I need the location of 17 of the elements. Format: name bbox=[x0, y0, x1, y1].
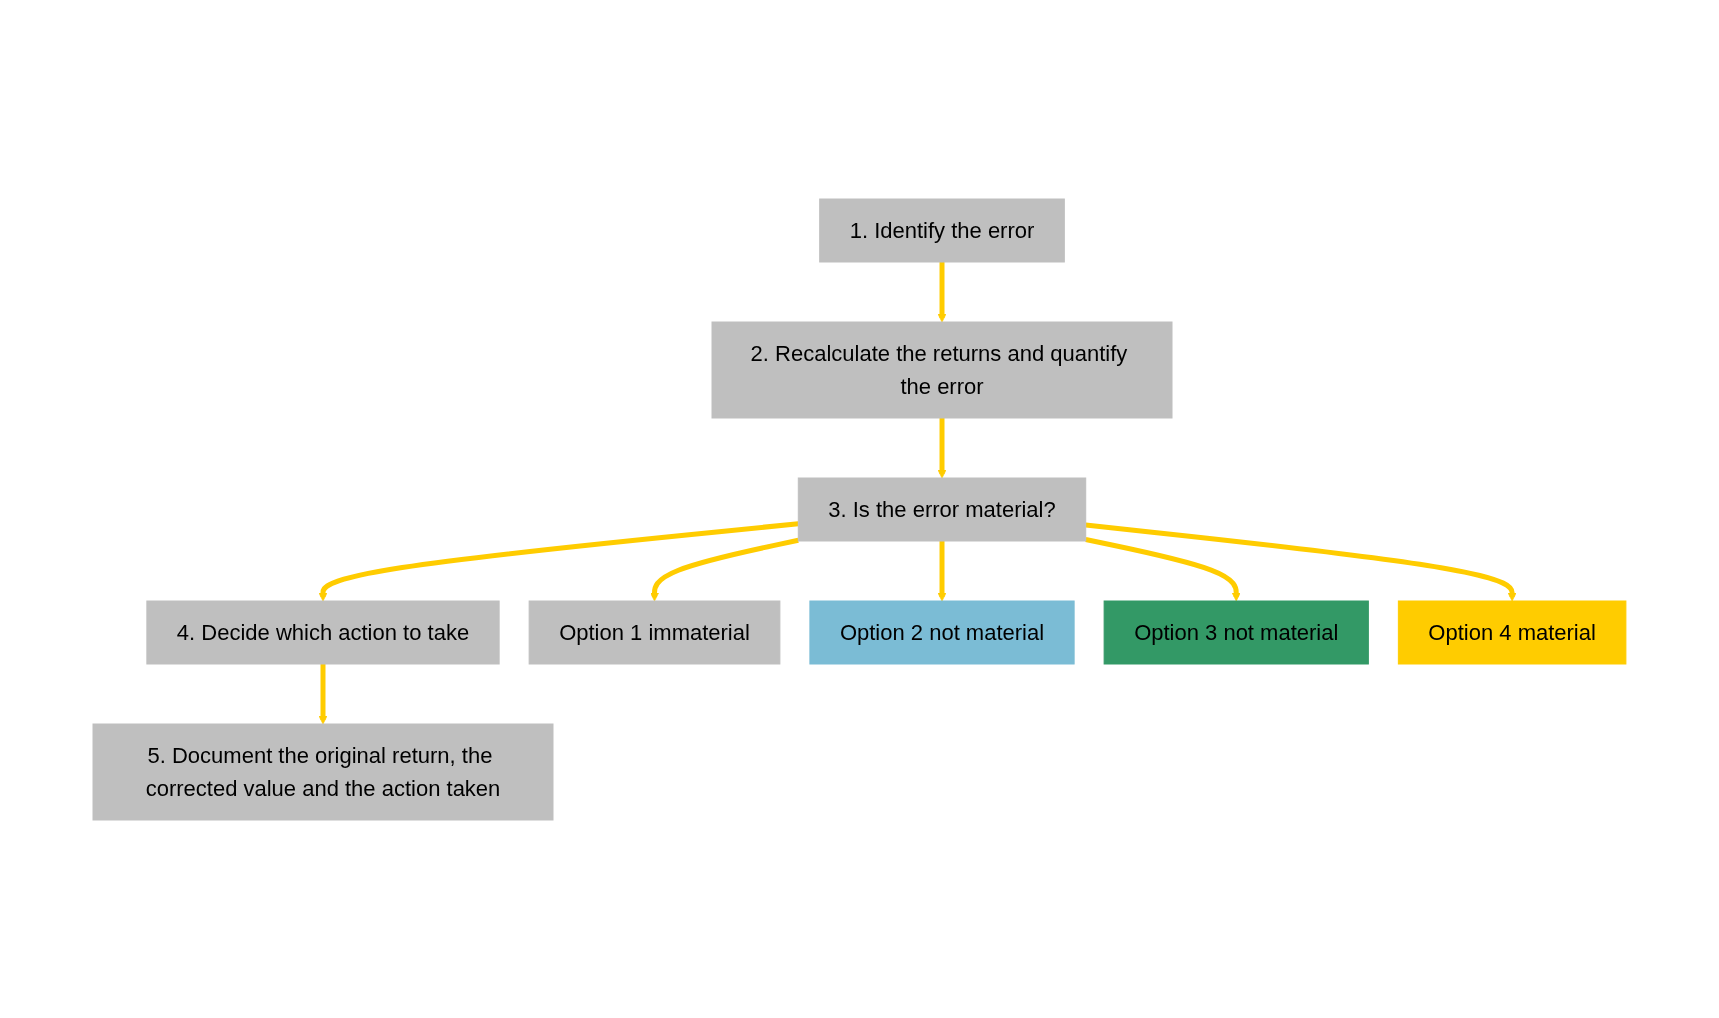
arrow bbox=[318, 520, 799, 601]
node-box: 3. Is the error material? bbox=[797, 477, 1087, 541]
node-box: Option 1 immaterial bbox=[528, 600, 781, 664]
node-box: Option 4 material bbox=[1397, 600, 1627, 664]
node-box: Option 2 not material bbox=[809, 600, 1075, 664]
arrow bbox=[318, 663, 328, 724]
node-box: 2. Recalculate the returns and quantify the error bbox=[711, 321, 1173, 418]
node-box: 1. Identify the error bbox=[819, 198, 1065, 262]
arrow bbox=[1085, 522, 1517, 601]
node-box: 5. Document the original return, the corrected value and the action taken bbox=[92, 723, 554, 820]
node-box: 4. Decide which action to take bbox=[146, 600, 500, 664]
arrow bbox=[937, 261, 947, 322]
arrow bbox=[1085, 536, 1241, 601]
arrow bbox=[650, 537, 799, 601]
node-box: Option 3 not material bbox=[1103, 600, 1369, 664]
arrow bbox=[937, 417, 947, 478]
arrow bbox=[937, 540, 947, 601]
